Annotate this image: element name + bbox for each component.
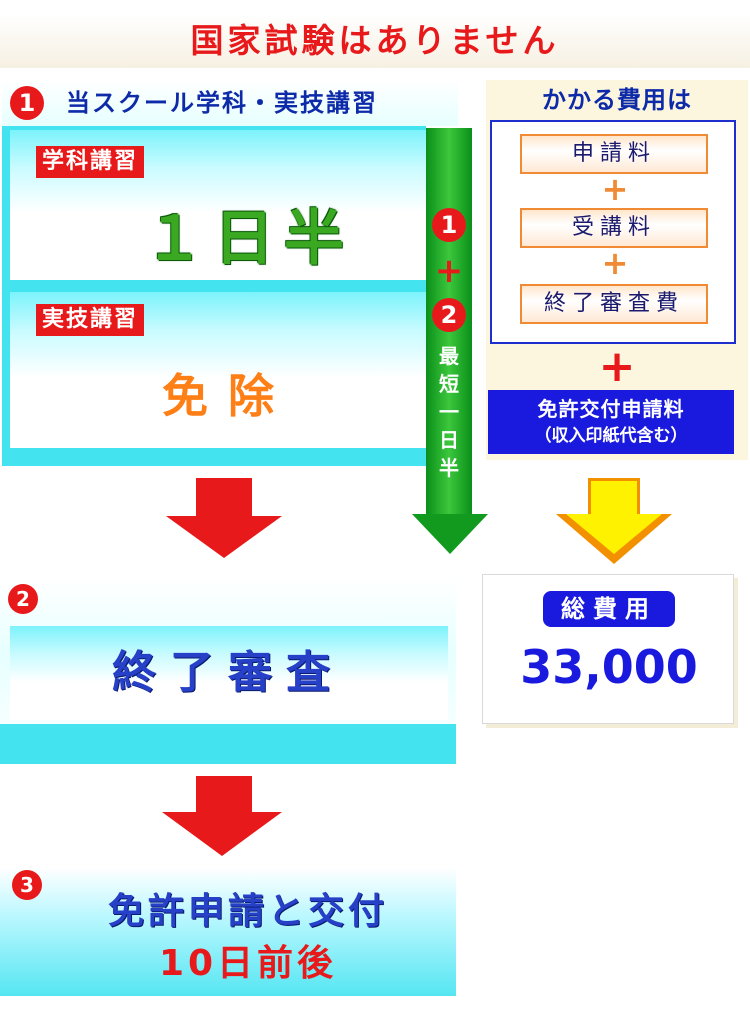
step2-title: 終了審査 (112, 647, 344, 698)
fee-item-application: 申請料 (520, 134, 708, 174)
timeline-plus: + (434, 251, 464, 291)
cost-title: かかる費用は (542, 86, 692, 114)
arrow-down-1 (196, 478, 252, 518)
fee-plus-2: + (601, 244, 629, 282)
license-fee-box: 免許交付申請料 （収入印紙代含む） (488, 390, 734, 454)
arrow-down-2-head (162, 812, 282, 856)
timeline-arrow: 1 + 2 最短一日半 (426, 128, 472, 518)
timeline-duration-text: 最短一日半 (439, 344, 459, 480)
total-cost-label: 総費用 (543, 591, 675, 627)
fee-item-exam: 終了審査費 (520, 284, 708, 324)
academic-duration: １日半 (144, 204, 354, 274)
timeline-badge-2: 2 (432, 298, 466, 332)
timeline-duration: 最短一日半 (426, 342, 472, 482)
academic-section: 学科講習 １日半 (10, 130, 426, 280)
practical-label: 実技講習 (36, 304, 145, 336)
page-title: 国家試験はありません (0, 14, 750, 68)
license-fee-note: （収入印紙代含む） (534, 426, 688, 446)
timeline-badge-1: 1 (432, 208, 466, 242)
step3-panel: 3 免許申請と交付 10日前後 (0, 868, 456, 996)
academic-label: 学科講習 (36, 146, 145, 178)
step2-inner (10, 626, 448, 720)
step1-number-badge: 1 (10, 86, 44, 120)
total-cost-value: 33,000 (520, 640, 698, 694)
step2-panel: 2 終了審査 (0, 578, 456, 766)
step3-title: 免許申請と交付 (107, 891, 388, 932)
step3-number-badge: 3 (12, 870, 42, 900)
cost-plus: + (598, 341, 636, 392)
practical-section: 実技講習 免除 (10, 292, 426, 448)
cost-items-box: 申請料 + 受講料 + 終了審査費 (490, 120, 736, 344)
step1-title: 当スクール学科・実技講習 (66, 89, 378, 117)
step2-bottom-band (0, 724, 456, 764)
arrow-down-cost-head (566, 514, 662, 554)
license-fee-label: 免許交付申請料 (537, 397, 685, 421)
step2-number-badge: 2 (8, 584, 38, 614)
arrow-down-2 (196, 776, 252, 814)
step1-panel: 学科講習 １日半 実技講習 免除 (2, 126, 426, 466)
practical-status: 免除 (162, 369, 294, 423)
step1-header: 1 当スクール学科・実技講習 (2, 80, 458, 126)
timeline-arrow-head (412, 514, 488, 554)
step3-duration: 10日前後 (158, 943, 338, 984)
fee-plus-1: + (601, 170, 629, 208)
arrow-down-1-head (166, 516, 282, 558)
total-cost-box: 総費用 33,000 (482, 574, 734, 724)
arrow-down-cost (588, 478, 640, 518)
fee-item-tuition: 受講料 (520, 208, 708, 248)
